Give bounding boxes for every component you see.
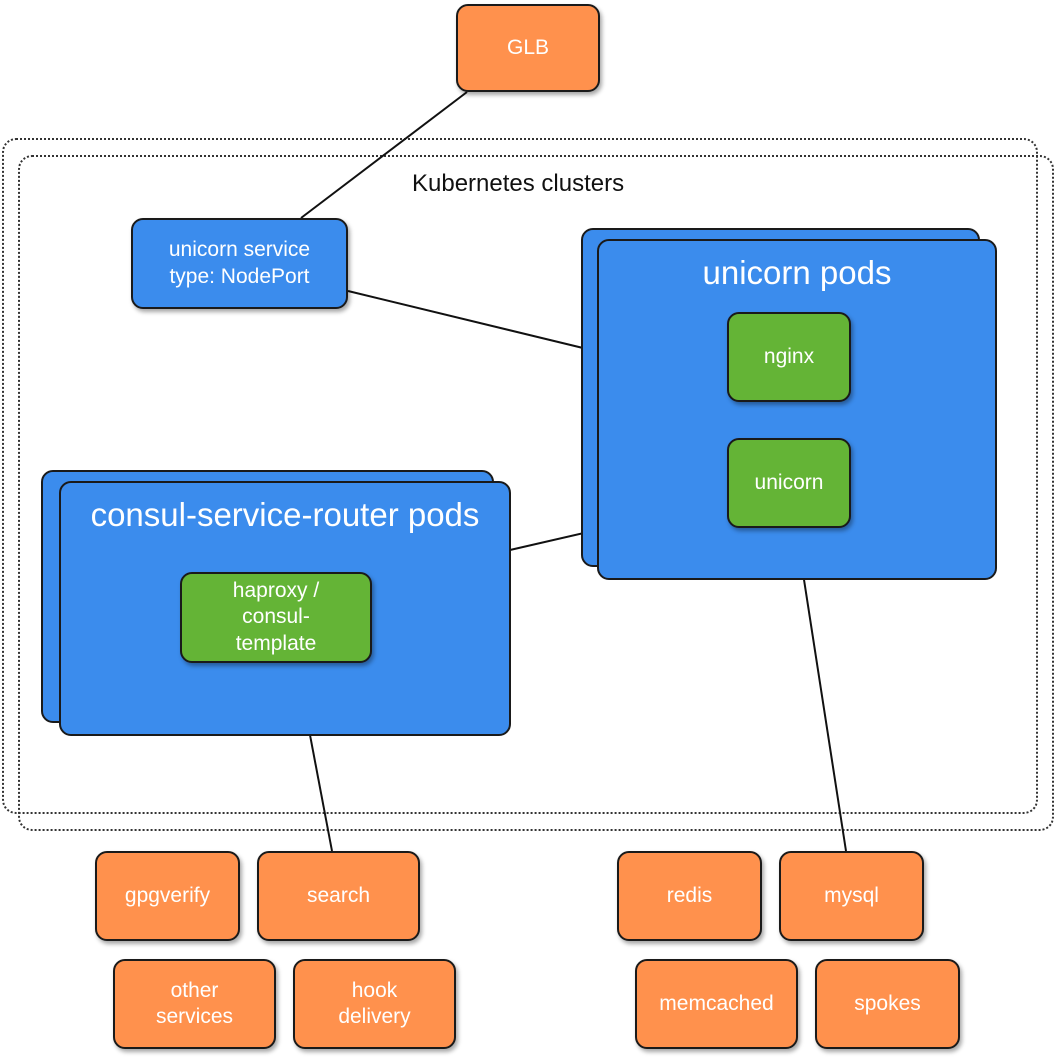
redis-node: redis bbox=[617, 851, 762, 941]
edge-unicorn-mysql bbox=[795, 527, 847, 852]
cluster-label: Kubernetes clusters bbox=[412, 170, 625, 197]
search-node: search bbox=[257, 851, 420, 941]
router-pods-title: consul-service-router pods bbox=[90, 496, 480, 533]
other-services-node: other services bbox=[113, 959, 276, 1049]
cluster-outline-front bbox=[18, 155, 1054, 831]
memcached-node: memcached bbox=[635, 959, 798, 1049]
haproxy-node: haproxy / consul- template bbox=[180, 572, 372, 663]
unicorn-pods-title: unicorn pods bbox=[702, 254, 892, 291]
gpgverify-node: gpgverify bbox=[95, 851, 240, 941]
mysql-node: mysql bbox=[779, 851, 924, 941]
unicorn-node: unicorn bbox=[727, 438, 851, 528]
edge-router-search bbox=[309, 734, 333, 852]
edge-glb-service bbox=[300, 91, 468, 219]
glb-node: GLB bbox=[456, 4, 600, 92]
edge-service-unicorn-pods bbox=[347, 290, 584, 349]
spokes-node: spokes bbox=[815, 959, 960, 1049]
unicorn-service-node: unicorn service type: NodePort bbox=[131, 218, 348, 309]
cluster-outline-back bbox=[2, 138, 1038, 814]
hook-delivery-node: hook delivery bbox=[293, 959, 456, 1049]
nginx-node: nginx bbox=[727, 312, 851, 402]
